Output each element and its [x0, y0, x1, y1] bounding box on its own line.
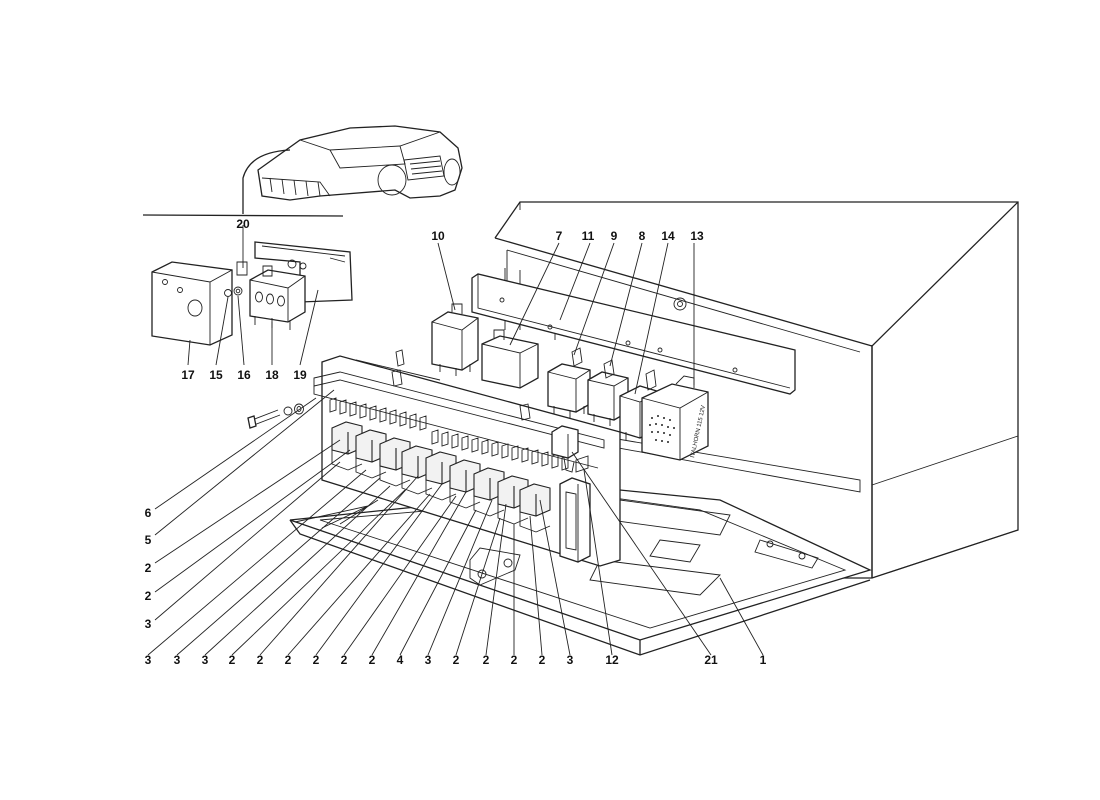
relay-18 — [236, 261, 306, 330]
callout-bottom-12: 2 — [483, 653, 490, 667]
speaker-grille — [649, 415, 675, 443]
callout-11: 11 — [582, 229, 595, 243]
mounting-rail-11 — [471, 273, 796, 395]
callout-7: 7 — [556, 229, 563, 243]
callout-bottom-2: 3 — [174, 653, 181, 667]
callout-15: 15 — [209, 368, 223, 382]
callout-labels: 20 17 15 16 18 19 10 7 11 9 8 14 13 6 5 … — [145, 217, 767, 667]
callout-18: 18 — [265, 368, 279, 382]
callout-21: 21 — [704, 653, 718, 667]
callout-12: 12 — [605, 653, 619, 667]
callout-bottom-13: 2 — [511, 653, 518, 667]
relay-10 — [431, 303, 479, 376]
callout-2-left-b: 2 — [145, 589, 152, 603]
callout-bottom-11: 2 — [453, 653, 460, 667]
callout-bottom-3: 3 — [202, 653, 209, 667]
callout-17: 17 — [181, 368, 195, 382]
callout-bottom-8: 2 — [341, 653, 348, 667]
callout-bottom-7: 2 — [313, 653, 320, 667]
callout-20: 20 — [236, 217, 250, 231]
callout-bottom-5: 2 — [257, 653, 264, 667]
screw-and-washers — [247, 403, 304, 429]
callout-2-left-a: 2 — [145, 561, 152, 575]
callout-bottom-4: 2 — [229, 653, 236, 667]
callout-bottom-10: 3 — [425, 653, 432, 667]
callout-bottom-9: 4 — [397, 653, 404, 667]
car-thumbnail — [242, 125, 463, 214]
callout-bottom-14: 2 — [539, 653, 546, 667]
callout-10: 10 — [431, 229, 445, 243]
buzzer-13: ITALHORN 115 12V — [641, 375, 709, 461]
fuse-relay-panel — [313, 349, 621, 567]
callout-14: 14 — [661, 229, 675, 243]
callout-8: 8 — [639, 229, 646, 243]
callout-bottom-15: 3 — [567, 653, 574, 667]
connector-block-12 — [559, 477, 591, 563]
callout-3-left: 3 — [145, 617, 152, 631]
callout-9: 9 — [611, 229, 618, 243]
relay-7 — [481, 329, 539, 389]
callout-5: 5 — [145, 533, 152, 547]
callout-13: 13 — [690, 229, 704, 243]
fuse-relay-box-1 — [494, 201, 1019, 579]
callout-bottom-2-extra: 2 — [369, 653, 376, 667]
fasteners-15-16 — [224, 286, 243, 297]
connector-21 — [551, 425, 589, 473]
leader-lines — [147, 242, 764, 656]
callout-6: 6 — [145, 506, 152, 520]
callout-19: 19 — [293, 368, 307, 382]
callout-bottom-6: 2 — [285, 653, 292, 667]
callout-16: 16 — [237, 368, 251, 382]
control-unit-17 — [151, 261, 233, 346]
fuse-strip-left — [329, 397, 427, 431]
thumbnail-divider — [142, 214, 344, 217]
fuse-strip-right — [431, 429, 569, 471]
callout-bottom-1: 3 — [145, 653, 152, 667]
relay-row-lower — [331, 450, 551, 533]
relay-9 — [547, 347, 591, 418]
callout-1: 1 — [760, 653, 767, 667]
